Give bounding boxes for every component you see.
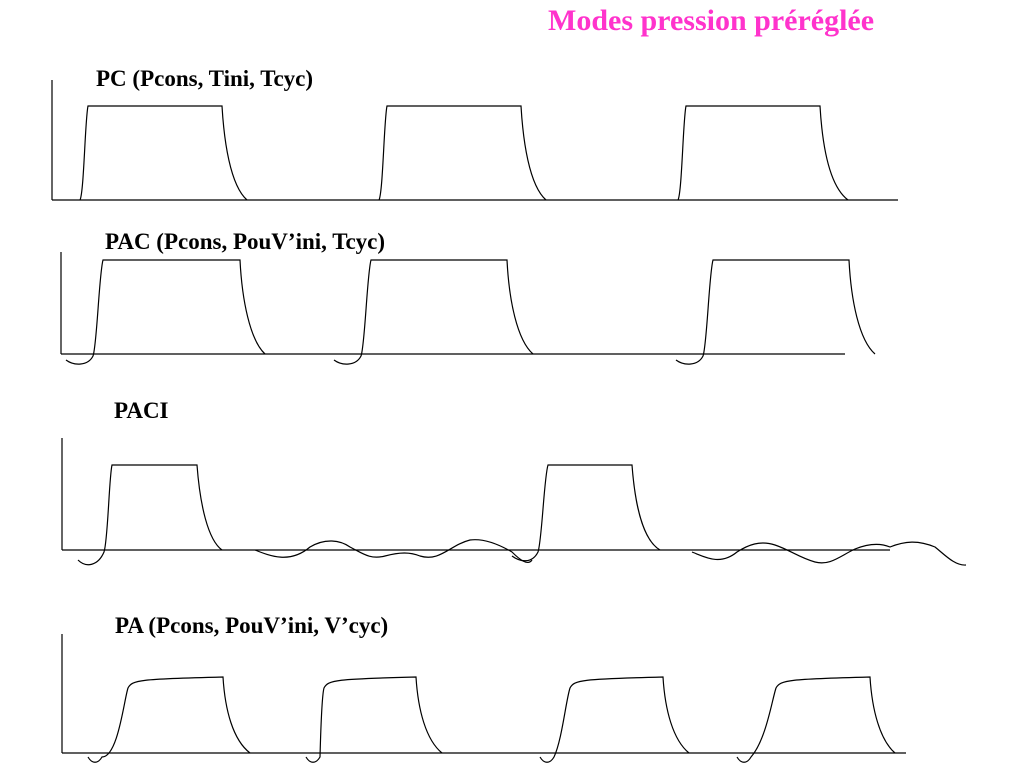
spontaneous-breathing [254,539,533,564]
mode-label-paci: PACI [114,398,169,423]
pressure-cycle [77,464,223,566]
waveform-panel-pc [51,80,898,201]
mode-label-pc: PC (Pcons, Tini, Tcyc) [96,66,314,91]
waveform-panel-pac [60,252,876,365]
pressure-cycle [79,105,248,201]
waveform-panel-paci [61,438,967,566]
mode-label-pac: PAC (Pcons, PouV’ini, Tcyc) [105,229,386,254]
pressure-cycle [378,105,547,201]
mode-label-pa: PA (Pcons, PouV’ini, V’cyc) [115,613,389,638]
waveform-panel-pa [61,634,906,763]
pressure-cycle [539,676,690,763]
slide-title: Modes pression préréglée [548,4,875,37]
pressure-cycle [305,676,443,763]
pressure-cycle [677,105,849,201]
spontaneous-breathing [691,541,967,566]
pressure-cycle [736,676,896,763]
pressure-cycle [511,464,661,562]
pressure-cycle [333,259,534,365]
pressure-cycle [65,259,266,365]
pressure-cycle [675,259,876,365]
pressure-cycle [87,676,251,763]
